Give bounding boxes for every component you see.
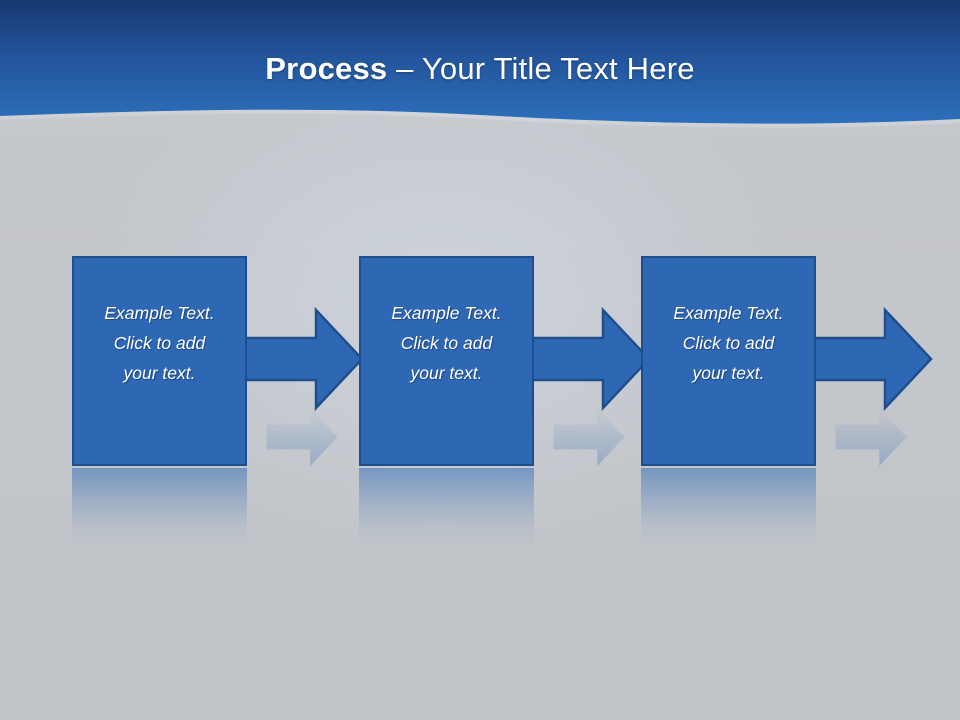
process-arrow-3 — [809, 306, 933, 412]
process-step-2[interactable]: Example Text. Click to add your text. — [359, 256, 651, 548]
page-title-rest: Your Title Text Here — [421, 51, 695, 86]
process-step-1[interactable]: Example Text. Click to add your text. — [72, 256, 364, 548]
process-arrow-1 — [240, 306, 364, 412]
arrow-reflection-3 — [811, 408, 931, 466]
process-arrow-2 — [527, 306, 651, 412]
process-step-3[interactable]: Example Text. Click to add your text. — [641, 256, 933, 548]
slide-header-band: Process – Your Title Text Here — [0, 0, 960, 135]
process-step-box-2[interactable]: Example Text. Click to add your text. — [359, 256, 534, 466]
process-step-box-3[interactable]: Example Text. Click to add your text. — [641, 256, 816, 466]
process-step-text-2: Example Text. Click to add your text. — [391, 303, 502, 383]
page-title-bold: Process — [265, 51, 388, 86]
arrow-reflection-2 — [529, 408, 649, 466]
arrow-reflection-1 — [242, 408, 362, 466]
step-reflection-2 — [359, 468, 534, 548]
process-step-text-3: Example Text. Click to add your text. — [673, 303, 784, 383]
header-wave-shape — [0, 0, 960, 128]
step-reflection-1 — [72, 468, 247, 548]
process-step-text-1: Example Text. Click to add your text. — [104, 303, 215, 383]
page-title-separator: – — [387, 51, 422, 86]
process-step-box-1[interactable]: Example Text. Click to add your text. — [72, 256, 247, 466]
page-title: Process – Your Title Text Here — [0, 50, 960, 88]
step-reflection-3 — [641, 468, 816, 548]
